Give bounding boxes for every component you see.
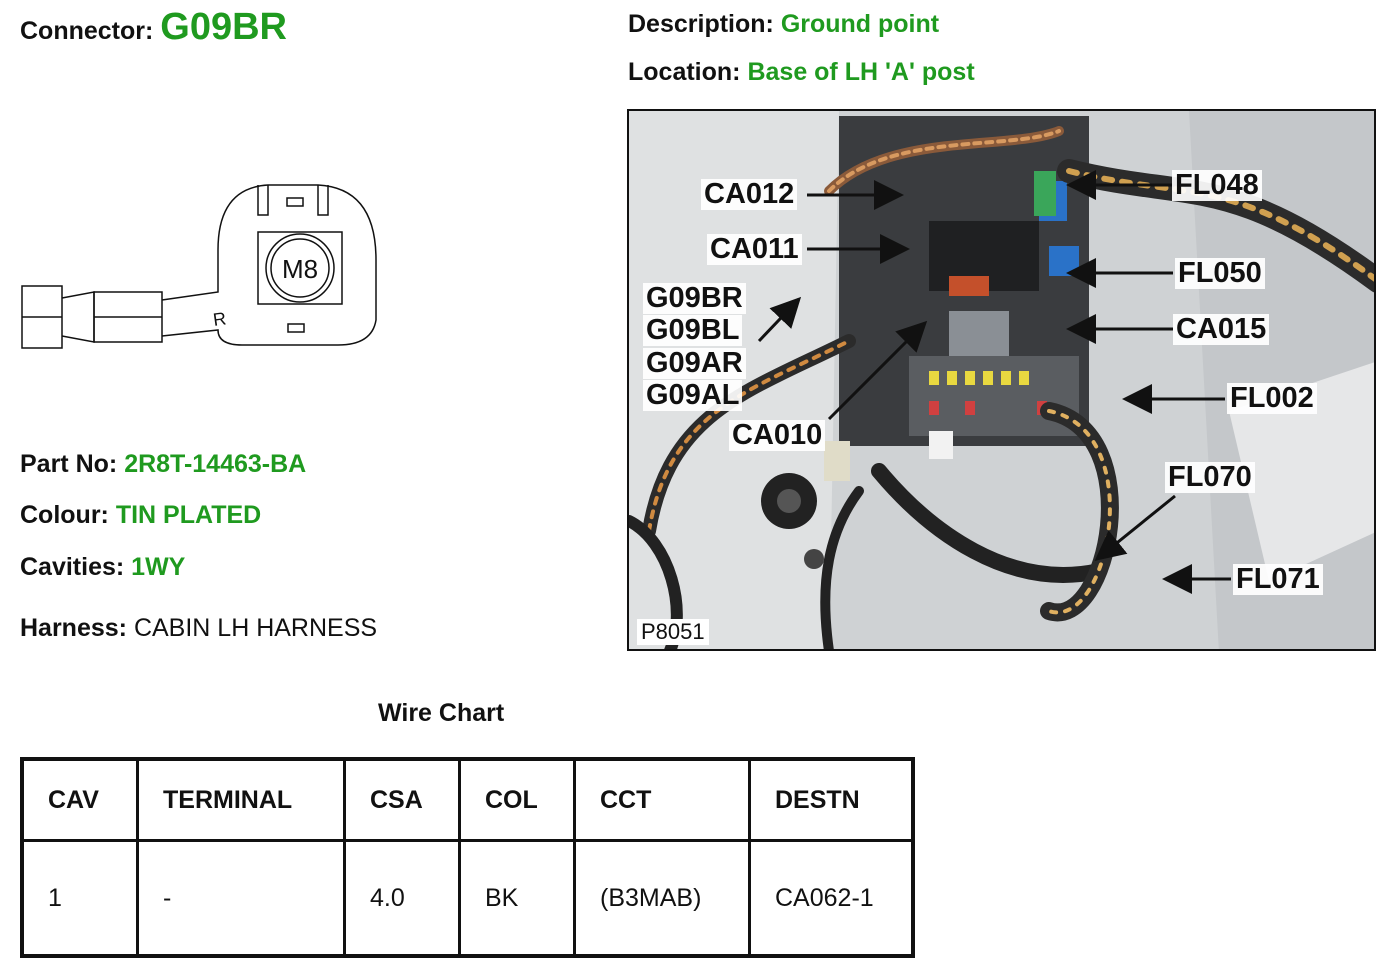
orientation-mark: R <box>212 308 228 330</box>
photo-code: P8051 <box>637 619 709 645</box>
header-terminal: TERMINAL <box>136 757 346 842</box>
harness-line: Harness: CABIN LH HARNESS <box>20 614 377 643</box>
callout-fl071: FL071 <box>1233 564 1323 595</box>
cavities-label: Cavities: <box>20 553 125 581</box>
cell-col: BK <box>458 839 576 958</box>
connector-heading: Connector: G09BR <box>20 6 287 49</box>
harness-label: Harness: <box>20 614 127 642</box>
header-cct: CCT <box>573 757 751 842</box>
colour-label: Colour: <box>20 501 109 529</box>
location-photo: CA012 CA011 G09BR G09BL G09AR G09AL CA01… <box>627 109 1376 651</box>
description-label: Description: <box>628 10 774 38</box>
description-line: Description: Ground point <box>628 10 939 39</box>
part-number-line: Part No: 2R8T-14463-BA <box>20 450 306 479</box>
part-number-value: 2R8T-14463-BA <box>124 450 307 478</box>
cell-cct: (B3MAB) <box>573 839 751 958</box>
cavities-line: Cavities: 1WY <box>20 553 185 582</box>
harness-value: CABIN LH HARNESS <box>133 614 378 642</box>
wire-chart-table: CAV TERMINAL CSA COL CCT DESTN 1 - 4.0 B… <box>20 757 915 958</box>
location-label: Location: <box>628 58 741 86</box>
callout-g09ar: G09AR <box>643 348 746 379</box>
callout-g09br: G09BR <box>643 283 746 314</box>
header-cav: CAV <box>20 757 139 842</box>
table-row: 1 - 4.0 BK (B3MAB) CA062-1 <box>20 839 915 958</box>
callout-fl070: FL070 <box>1165 462 1255 493</box>
callout-ca012: CA012 <box>701 179 798 210</box>
callout-fl048: FL048 <box>1172 170 1262 201</box>
callout-g09al: G09AL <box>643 380 743 411</box>
header-col: COL <box>458 757 576 842</box>
description-value: Ground point <box>780 10 940 38</box>
connector-label: Connector: <box>20 17 154 45</box>
location-value: Base of LH 'A' post <box>747 58 975 86</box>
colour-value: TIN PLATED <box>115 501 262 529</box>
cell-csa: 4.0 <box>343 839 461 958</box>
callout-ca011: CA011 <box>707 234 802 265</box>
connector-value: G09BR <box>160 6 287 48</box>
cell-terminal: - <box>136 839 346 958</box>
callout-g09bl: G09BL <box>643 315 743 346</box>
connector-drawing: M8 R <box>21 184 377 349</box>
part-number-label: Part No: <box>20 450 118 478</box>
stud-label: M8 <box>282 254 318 284</box>
cell-cav: 1 <box>20 839 139 958</box>
header-destn: DESTN <box>748 757 915 842</box>
colour-line: Colour: TIN PLATED <box>20 501 261 530</box>
callout-fl050: FL050 <box>1175 258 1265 289</box>
location-line: Location: Base of LH 'A' post <box>628 58 975 87</box>
cavities-value: 1WY <box>131 553 186 581</box>
cell-destn: CA062-1 <box>748 839 915 958</box>
callout-ca015: CA015 <box>1173 314 1270 345</box>
callout-fl002: FL002 <box>1227 383 1317 414</box>
header-csa: CSA <box>343 757 461 842</box>
callout-ca010: CA010 <box>729 420 826 451</box>
wire-chart-title: Wire Chart <box>378 699 505 727</box>
table-header-row: CAV TERMINAL CSA COL CCT DESTN <box>20 757 915 842</box>
